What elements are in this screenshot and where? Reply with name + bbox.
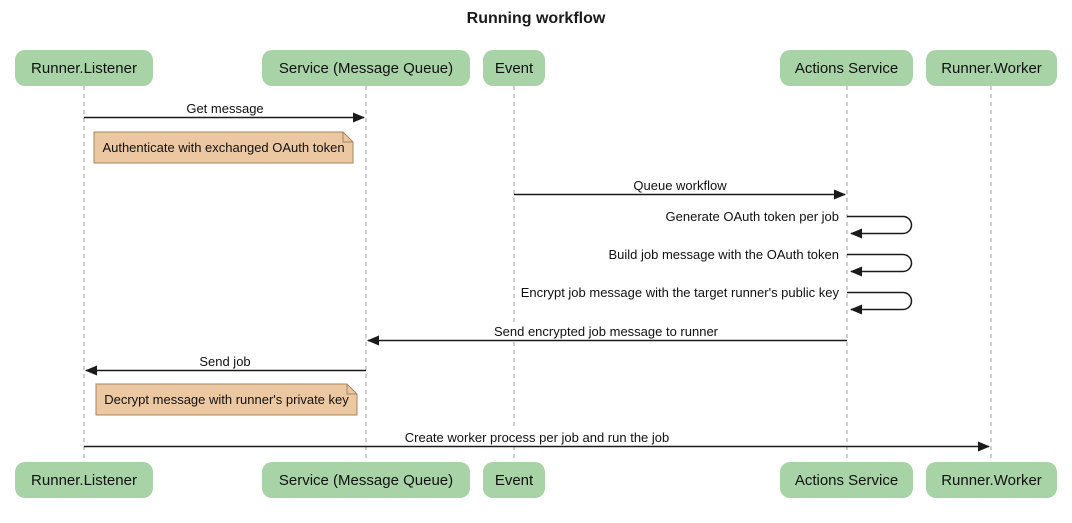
actor-top-service-message-queue: Service (Message Queue)	[262, 50, 470, 86]
message-label-queue-workflow: Queue workflow	[630, 178, 730, 193]
note-fold-decrypt	[346, 384, 357, 395]
message-label-send-job: Send job	[196, 354, 254, 369]
note-decrypt: Decrypt message with runner's private ke…	[104, 392, 349, 407]
note-fold-authenticate	[342, 132, 353, 143]
message-label-send-encrypted-job-message: Send encrypted job message to runner	[490, 324, 722, 339]
note-shape-decrypt	[95, 383, 358, 416]
self-arrow-build-job-message	[847, 253, 913, 277]
actor-top-actions-service: Actions Service	[780, 50, 913, 86]
message-label-create-worker-process: Create worker process per job and run th…	[401, 430, 673, 445]
actor-bottom-actions-service: Actions Service	[780, 462, 913, 498]
actor-top-runner-listener: Runner.Listener	[15, 50, 153, 86]
message-label-encrypt-job-message: Encrypt job message with the target runn…	[517, 285, 842, 300]
note-authenticate: Authenticate with exchanged OAuth token	[102, 140, 345, 155]
message-label-get-message: Get message	[183, 101, 267, 116]
actor-bottom-runner-worker: Runner.Worker	[926, 462, 1057, 498]
self-arrow-encrypt-job-message	[847, 291, 913, 315]
actor-top-event: Event	[483, 50, 545, 86]
actor-bottom-service-message-queue: Service (Message Queue)	[262, 462, 470, 498]
actor-top-runner-worker: Runner.Worker	[926, 50, 1057, 86]
message-label-build-job-message: Build job message with the OAuth token	[605, 247, 842, 262]
note-shape-authenticate	[93, 131, 354, 164]
actor-bottom-runner-listener: Runner.Listener	[15, 462, 153, 498]
message-label-generate-oauth-token: Generate OAuth token per job	[662, 209, 842, 224]
self-arrow-generate-oauth-token	[847, 215, 913, 239]
actor-bottom-event: Event	[483, 462, 545, 498]
page-title: Running workflow	[466, 10, 606, 27]
